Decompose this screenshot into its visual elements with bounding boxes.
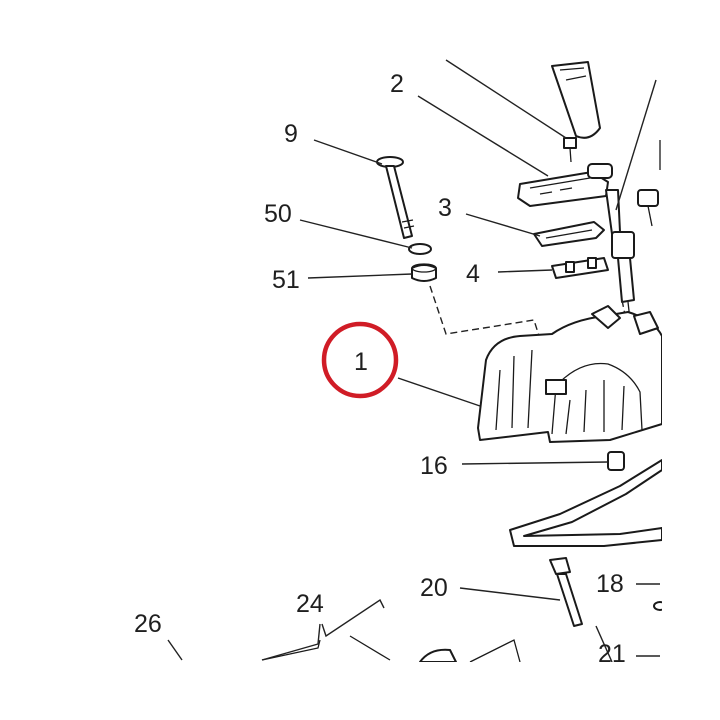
- callout-2: 2: [390, 70, 404, 98]
- highlight-ring: [321, 321, 399, 399]
- parts-drawing: [261, 61, 667, 663]
- callout-3: 3: [438, 194, 452, 222]
- callout-20: 20: [420, 574, 448, 602]
- bolt-20-part: [549, 557, 583, 627]
- washer-part: [408, 243, 432, 255]
- callout-16: 16: [420, 452, 448, 480]
- valve-cover-part: [477, 305, 663, 443]
- callout-24: 24: [296, 590, 324, 618]
- right-bolt-part: [637, 140, 661, 227]
- connector-bracket-part: [517, 163, 613, 207]
- leader-lines: [167, 59, 660, 663]
- hose-lower-part: [261, 635, 521, 663]
- callout-50: 50: [264, 200, 292, 228]
- cover-gasket-part: [509, 459, 663, 547]
- callout-51: 51: [272, 266, 300, 294]
- callout-4: 4: [466, 260, 480, 288]
- gasket-part: [533, 221, 605, 247]
- assembly-line: [429, 285, 555, 385]
- callout-1: 1: [354, 348, 368, 376]
- crop-mask-right: [662, 0, 720, 720]
- long-bolt-part: [376, 156, 415, 239]
- callout-26: 26: [134, 610, 162, 638]
- crop-mask-bottom: [0, 662, 720, 720]
- injector-part: [605, 189, 635, 321]
- sleeve-part: [607, 451, 625, 471]
- hose-part: [551, 61, 601, 139]
- callout-9: 9: [284, 120, 298, 148]
- grommet-part: [411, 263, 437, 282]
- bolt-small-part: [563, 137, 577, 163]
- callout-18: 18: [596, 570, 624, 598]
- clip-part: [551, 257, 609, 279]
